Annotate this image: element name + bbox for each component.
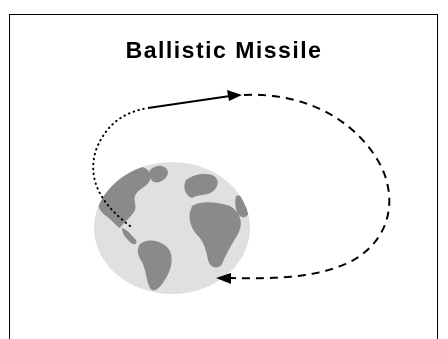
trajectory-boost-solid — [148, 96, 230, 108]
trajectory-midcourse-dashed — [230, 95, 389, 278]
arrowhead-top — [227, 90, 242, 101]
earth-globe — [94, 162, 250, 294]
